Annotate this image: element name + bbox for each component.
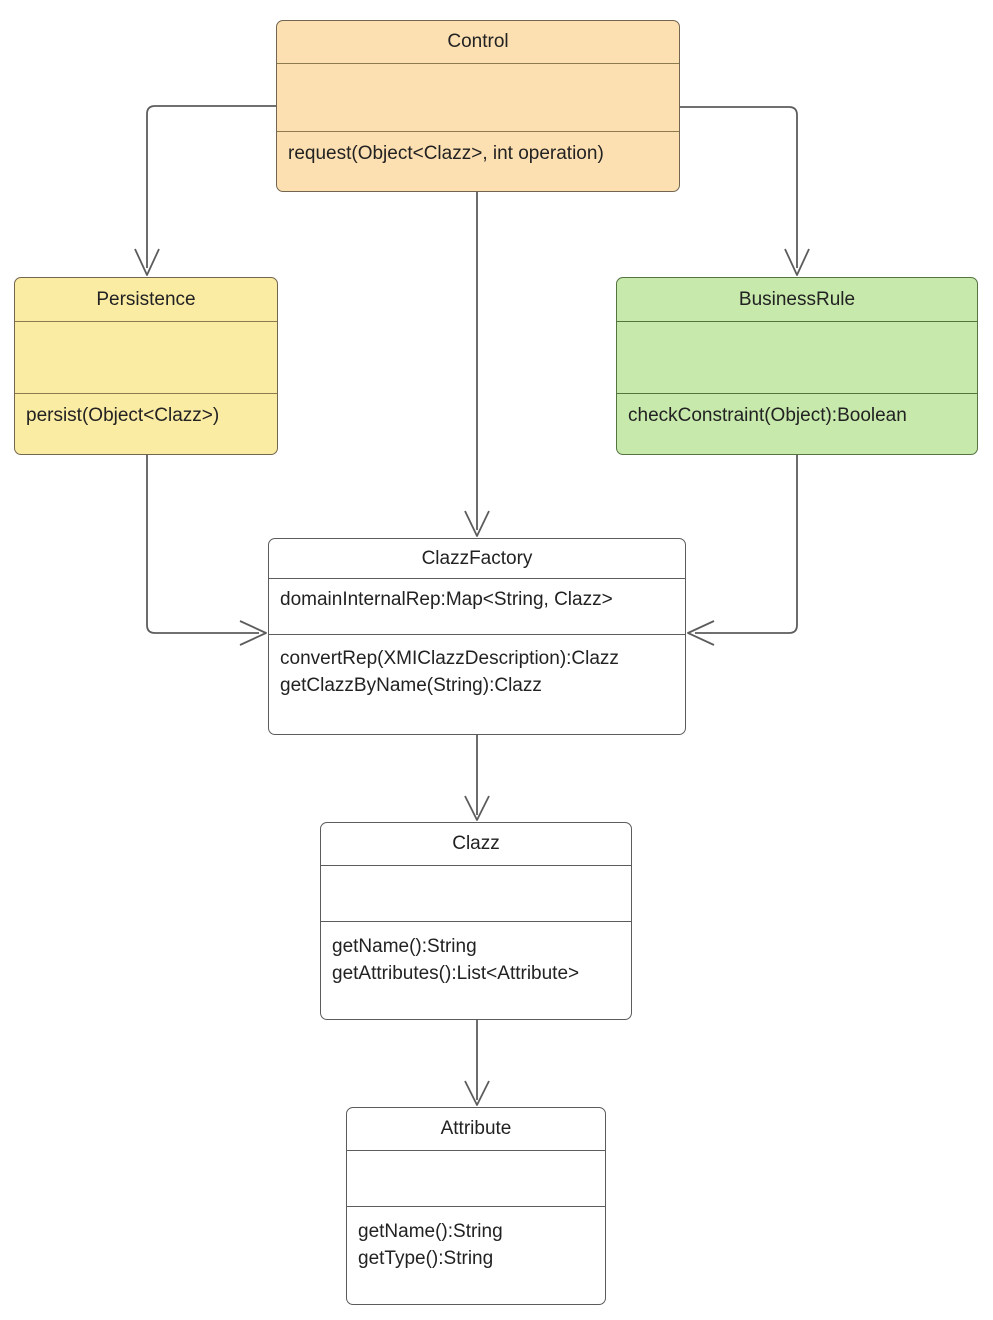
class-box-businessrule[interactable]: BusinessRule checkConstraint(Object):Boo… [616, 277, 978, 455]
class-attributes-clazzfactory: domainInternalRep:Map<String, Clazz> [269, 578, 685, 634]
class-name-persistence: Persistence [96, 288, 196, 310]
class-name-businessrule: BusinessRule [738, 288, 856, 310]
class-attributes-clazz [321, 865, 631, 921]
class-methods-clazzfactory: convertRep(XMIClazzDescription):Clazz ge… [269, 634, 685, 734]
class-attributes-control [277, 63, 679, 131]
class-methods-attribute: getName():String getType():String [347, 1206, 605, 1304]
class-name-clazz: Clazz [452, 833, 500, 855]
class-box-control[interactable]: Control request(Object<Clazz>, int opera… [276, 20, 680, 192]
edge-persistence-to-clazzfactory [146, 455, 267, 646]
class-methods-businessrule: checkConstraint(Object):Boolean [617, 393, 977, 454]
class-name-attribute: Attribute [440, 1118, 512, 1140]
edge-control-to-clazzfactory [464, 192, 490, 537]
class-box-clazz[interactable]: Clazz getName():String getAttributes():L… [320, 822, 632, 1020]
class-attributes-businessrule [617, 321, 977, 393]
class-box-attribute[interactable]: Attribute getName():String getType():Str… [346, 1107, 606, 1305]
edge-control-to-persistence [134, 105, 276, 276]
class-methods-clazz: getName():String getAttributes():List<At… [321, 921, 631, 1019]
edge-businessrule-to-clazzfactory [687, 455, 798, 646]
class-methods-persistence: persist(Object<Clazz>) [15, 393, 277, 454]
edge-clazz-to-attribute [464, 1020, 490, 1106]
class-name-control: Control [447, 31, 509, 53]
class-attributes-attribute [347, 1150, 605, 1206]
edge-control-to-businessrule [680, 106, 810, 276]
class-name-clazzfactory: ClazzFactory [421, 547, 533, 569]
class-attributes-persistence [15, 321, 277, 393]
class-box-clazzfactory[interactable]: ClazzFactory domainInternalRep:Map<Strin… [268, 538, 686, 735]
edge-clazzfactory-to-clazz [464, 735, 490, 821]
class-methods-control: request(Object<Clazz>, int operation) [277, 131, 679, 191]
class-box-persistence[interactable]: Persistence persist(Object<Clazz>) [14, 277, 278, 455]
